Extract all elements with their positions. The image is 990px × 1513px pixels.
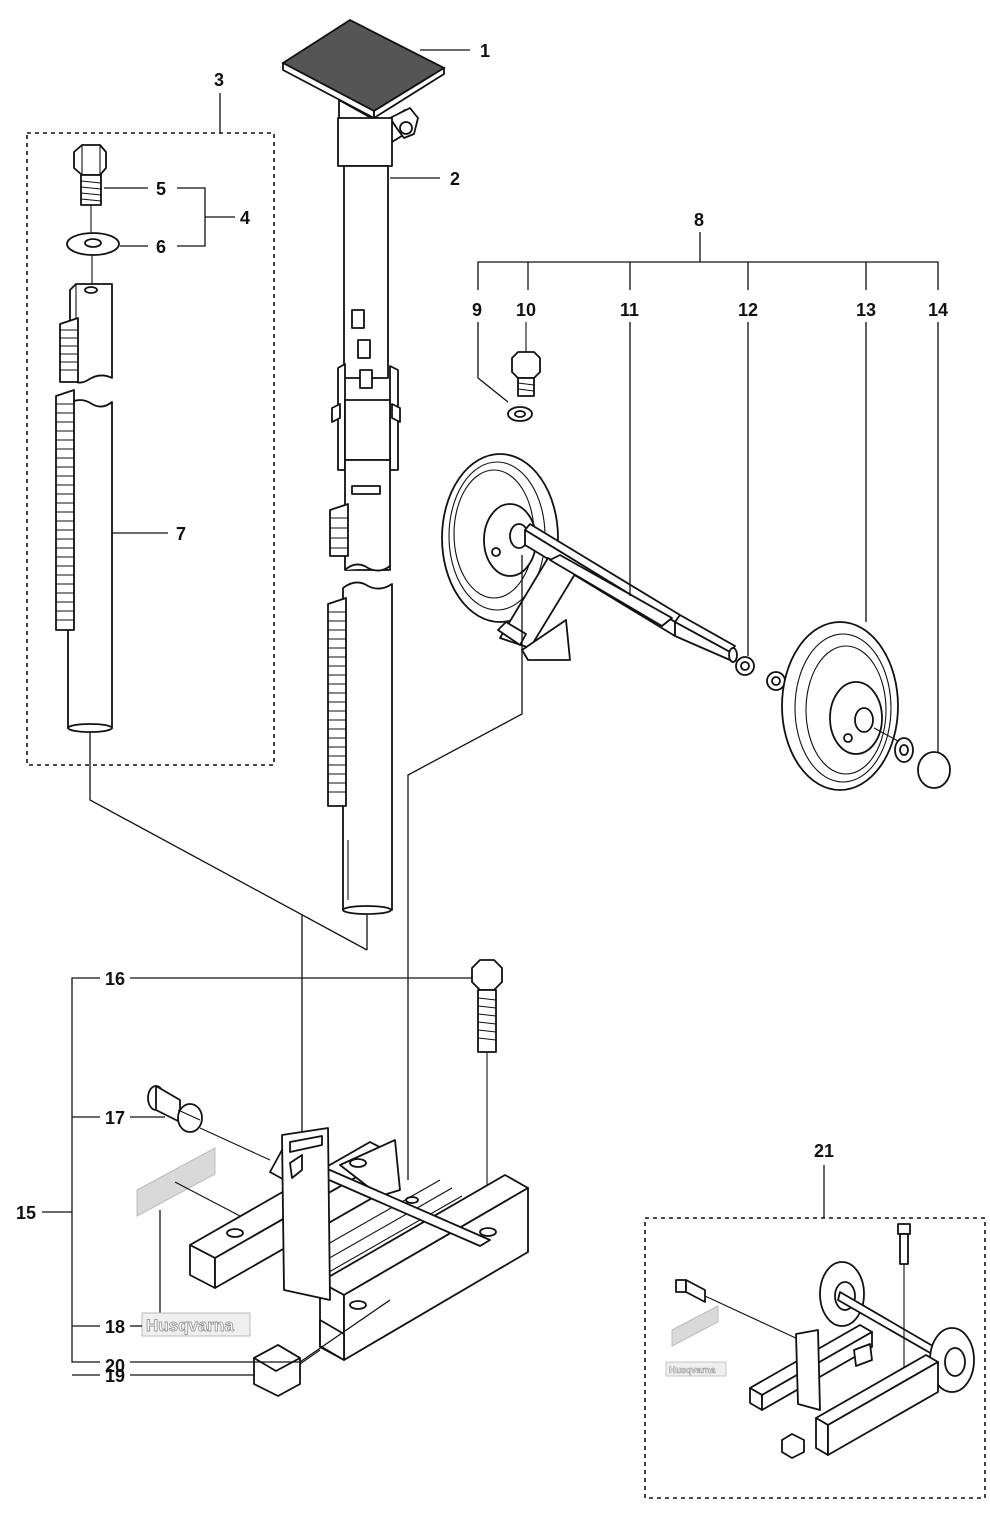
callout-10: 10 (516, 300, 536, 320)
callout-2: 2 (450, 169, 460, 189)
callout-15: 15 (16, 1203, 36, 1223)
group-21-dashed-box (644, 1217, 986, 1499)
part-2-column (327, 117, 401, 915)
callout-21: 21 (814, 1141, 834, 1161)
callout-6: 6 (156, 237, 166, 257)
brand-decal (141, 1312, 251, 1337)
callout-19: 19 (105, 1366, 125, 1386)
part-13-wheel (781, 621, 901, 791)
inset-brand-decal (665, 1361, 727, 1377)
callout-4: 4 (240, 208, 250, 228)
group-3-dashed-box (26, 132, 275, 766)
callout-16: 16 (105, 969, 125, 989)
part-5-bolt (73, 144, 107, 232)
callout-17: 17 (105, 1108, 125, 1128)
part-18-decal: Husqvarna (136, 1147, 251, 1337)
part-21-assembly-inset: Husqvarna (665, 1223, 975, 1459)
callout-20: 20 (105, 1356, 125, 1376)
callout-9: 9 (472, 300, 482, 320)
part-7-rack-tube (55, 283, 113, 733)
callout-7: 7 (176, 524, 186, 544)
part-11-axle (497, 523, 738, 663)
callout-12: 12 (738, 300, 758, 320)
callout-18: 18 (105, 1317, 125, 1337)
callout-5: 5 (156, 179, 166, 199)
inset-brand-decal-text: Husqvarna (669, 1365, 717, 1375)
part-10-bolt (511, 322, 541, 397)
callout-14: 14 (928, 300, 948, 320)
callout-8: 8 (694, 210, 704, 230)
part-15-base-frame (189, 1127, 529, 1361)
callout-11: 11 (620, 300, 639, 320)
part-14-cap (894, 737, 951, 789)
callout-3: 3 (214, 70, 224, 90)
part-12-washers (735, 656, 786, 691)
callout-1: 1 (480, 41, 490, 61)
part-6-washer (66, 232, 120, 285)
part-wheel-left (441, 453, 559, 623)
part-19-end-cap (253, 1344, 321, 1397)
part-9-washer (477, 322, 533, 422)
brand-decal-text: Husqvarna (146, 1316, 234, 1335)
callout-13: 13 (856, 300, 876, 320)
part-17-plug (147, 1085, 271, 1161)
